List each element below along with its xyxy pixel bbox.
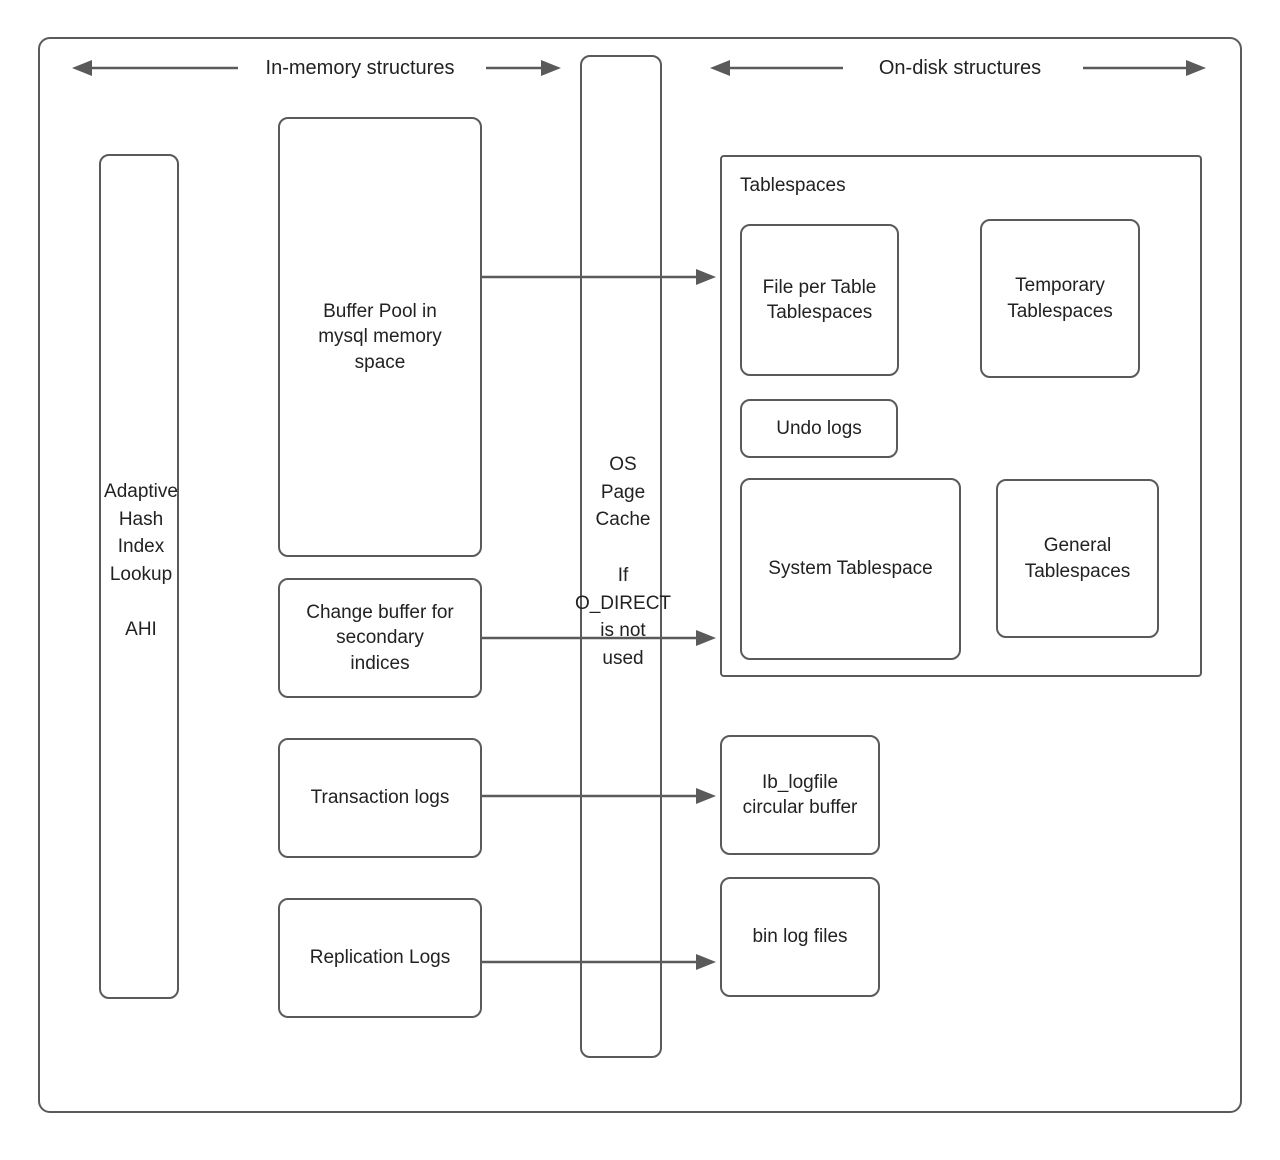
node-os-page-cache[interactable]: OS Page Cache If O_DIRECT is not used xyxy=(575,55,671,1058)
node-transaction-logs[interactable]: Transaction logs xyxy=(278,738,482,858)
group-tablespaces-title: Tablespaces xyxy=(740,175,846,196)
outer-frame xyxy=(38,37,1242,1113)
node-general-tablespaces[interactable]: General Tablespaces xyxy=(996,479,1159,638)
node-undo-logs[interactable]: Undo logs xyxy=(740,399,898,458)
node-ib-logfile-circular-buffer[interactable]: Ib_logfile circular buffer xyxy=(720,735,880,855)
header-in-memory-structures: In-memory structures xyxy=(265,57,455,79)
node-bin-log-files[interactable]: bin log files xyxy=(720,877,880,997)
node-file-per-table-tablespaces[interactable]: File per Table Tablespaces xyxy=(740,224,899,376)
node-os-page-cache-title: OS Page Cache xyxy=(595,454,651,531)
node-change-buffer[interactable]: Change buffer for secondary indices xyxy=(278,578,482,698)
node-temporary-tablespaces[interactable]: Temporary Tablespaces xyxy=(980,219,1140,378)
header-on-disk-structures: On-disk structures xyxy=(878,57,1042,79)
node-adaptive-hash-index[interactable]: Adaptive Hash Index Lookup AHI xyxy=(99,154,179,999)
node-buffer-pool[interactable]: Buffer Pool in mysql memory space xyxy=(278,117,482,557)
node-replication-logs[interactable]: Replication Logs xyxy=(278,898,482,1018)
node-system-tablespace[interactable]: System Tablespace xyxy=(740,478,961,660)
